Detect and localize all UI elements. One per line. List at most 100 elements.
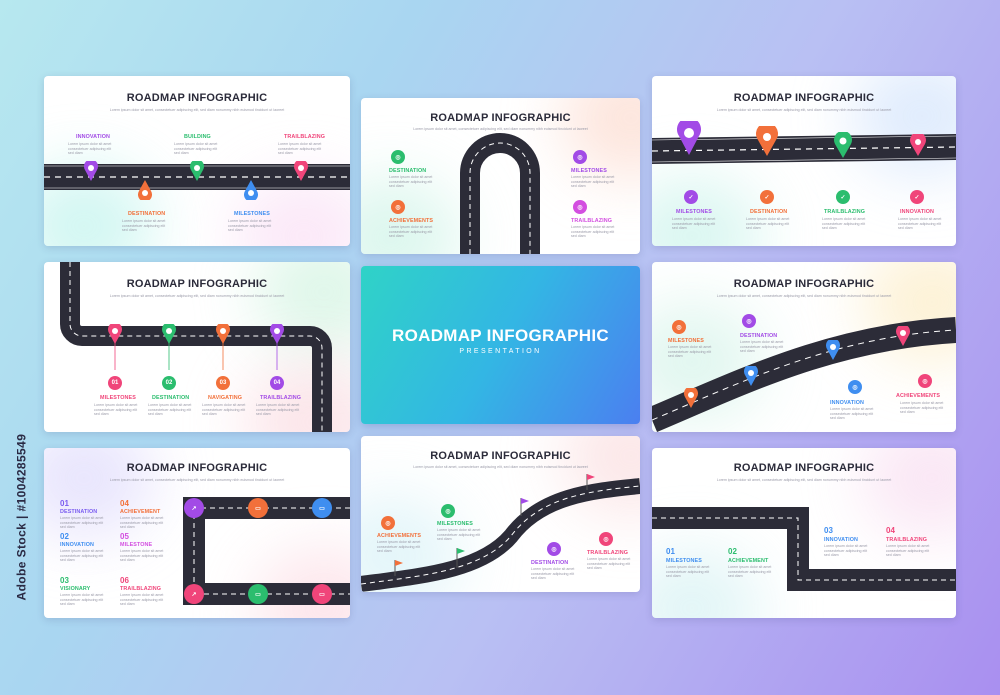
step-number: 01: [108, 376, 122, 390]
milestone-label: MILESTONES: [100, 395, 136, 401]
milestone-label: MILESTONES: [666, 558, 702, 564]
pin-icon: [84, 161, 98, 181]
task-icon: ✓: [910, 190, 924, 204]
milestone-label: DESTINATION: [740, 333, 778, 339]
milestone-text: Lorem ipsum dolor sit amet consectetuer …: [898, 217, 942, 230]
milestone-text: Lorem ipsum dolor sit amet consectetuer …: [68, 142, 112, 155]
task-icon: ✓: [836, 190, 850, 204]
slide-title: ROADMAP INFOGRAPHIC: [126, 278, 268, 290]
milestone-label: TRAILBLAZING: [886, 537, 928, 543]
milestone-text: Lorem ipsum dolor sit amet consectetuer …: [278, 142, 322, 155]
slide-1[interactable]: ROADMAP INFOGRAPHIC Lorem ipsum dolor si…: [44, 76, 350, 246]
road-graphic: [60, 262, 332, 432]
slide-4[interactable]: ROADMAP INFOGRAPHIC Lorem ipsum dolor si…: [44, 262, 350, 432]
milestone-text: Lorem ipsum dolor sit amet consectetuer …: [668, 345, 712, 358]
milestone-label: DESTINATION: [531, 560, 569, 566]
step-number: 04: [270, 376, 284, 390]
step-number: 02: [162, 376, 176, 390]
milestone-label: INNOVATION: [824, 537, 859, 543]
milestone-label: VISIONARY: [60, 586, 91, 592]
goal-icon: ◎: [599, 532, 613, 546]
step-number: 06: [120, 576, 129, 585]
slide-subtitle: Lorem ipsum dolor sit amet, consectetuer…: [716, 294, 892, 298]
goal-icon: ◎: [441, 504, 455, 518]
pin-icon: [744, 366, 758, 386]
milestone-label: INNOVATION: [900, 209, 935, 215]
goal-icon: ◎: [742, 314, 756, 328]
road-graphic: [652, 507, 956, 591]
road-graphic: [652, 134, 956, 164]
milestone-text: Lorem ipsum dolor sit amet consectetuer …: [886, 544, 930, 557]
slide-subtitle: Lorem ipsum dolor sit amet, consectetuer…: [413, 127, 588, 131]
goal-icon: ◎: [573, 150, 587, 164]
milestone-label: DESTINATION: [128, 211, 166, 217]
milestone-label: TRAILBLAZING: [587, 550, 629, 556]
milestone-text: Lorem ipsum dolor sit amet consectetuer …: [120, 549, 164, 562]
slide-title: ROADMAP INFOGRAPHIC: [430, 112, 571, 124]
slide-title: ROADMAP INFOGRAPHIC: [733, 92, 875, 104]
step-number: 04: [120, 499, 129, 508]
milestone-label: ACHIEVEMENT: [120, 509, 161, 515]
slide-2[interactable]: ROADMAP INFOGRAPHIC Lorem ipsum dolor si…: [361, 98, 640, 254]
road-graphic: [183, 497, 350, 605]
milestone-text: Lorem ipsum dolor sit amet consectetuer …: [746, 217, 790, 230]
slide-subtitle: Lorem ipsum dolor sit amet, consectetuer…: [413, 465, 588, 469]
slide-7[interactable]: ROADMAP INFOGRAPHIC Lorem ipsum dolor si…: [44, 448, 350, 618]
slide-9[interactable]: ROADMAP INFOGRAPHIC Lorem ipsum dolor si…: [652, 448, 956, 618]
milestone-label: TRAILBLAZING: [260, 395, 302, 401]
pin-icon: [896, 326, 910, 346]
milestone-label: MILESTONES: [571, 168, 607, 174]
drop-icon: [138, 180, 152, 200]
task-icon: ✓: [684, 190, 698, 204]
presentation-icon: ▭: [312, 584, 332, 604]
slide-title: ROADMAP INFOGRAPHIC: [430, 450, 571, 462]
milestone-text: Lorem ipsum dolor sit amet consectetuer …: [587, 557, 631, 570]
pin-icon: [190, 161, 204, 181]
milestone-label: TRAILBLAZING: [824, 209, 866, 215]
slide-3[interactable]: ROADMAP INFOGRAPHIC Lorem ipsum dolor si…: [652, 76, 956, 246]
slide-8[interactable]: ROADMAP INFOGRAPHIC Lorem ipsum dolor si…: [361, 436, 640, 592]
milestone-text: Lorem ipsum dolor sit amet consectetuer …: [830, 407, 874, 420]
road-graphic: [460, 133, 540, 254]
milestone-text: Lorem ipsum dolor sit amet consectetuer …: [60, 593, 104, 606]
milestone-label: MILESTONES: [676, 209, 712, 215]
presentation-icon: ▭: [248, 498, 268, 518]
milestone-label: BUILDING: [184, 134, 211, 140]
drop-icon: [244, 180, 258, 200]
milestone-text: Lorem ipsum dolor sit amet consectetuer …: [174, 142, 218, 155]
pin-icon: [270, 324, 284, 344]
milestone-text: Lorem ipsum dolor sit amet consectetuer …: [672, 217, 716, 230]
goal-icon: ◎: [391, 200, 405, 214]
pin-icon: [677, 121, 701, 155]
milestone-label: MILESTONE: [120, 542, 153, 548]
milestone-label: DESTINATION: [60, 509, 98, 515]
slide-subtitle: Lorem ipsum dolor sit amet, consectetuer…: [716, 478, 892, 482]
presentation-title: ROADMAP INFOGRAPHIC: [392, 326, 609, 345]
slide-6[interactable]: ROADMAP INFOGRAPHIC Lorem ipsum dolor si…: [652, 262, 956, 432]
milestone-label: TRAILBLAZING: [284, 134, 326, 140]
goal-icon: ◎: [391, 150, 405, 164]
pin-icon: [756, 126, 778, 156]
milestone-text: Lorem ipsum dolor sit amet consectetuer …: [900, 401, 944, 414]
pin-icon: [162, 324, 176, 344]
pin-icon: [294, 161, 308, 181]
pin-icon: [684, 388, 698, 408]
step-number: 05: [120, 532, 129, 541]
slide-title: ROADMAP INFOGRAPHIC: [733, 462, 875, 474]
milestone-label: ACHIEVEMENTS: [389, 218, 434, 224]
step-number: 03: [216, 376, 230, 390]
milestone-text: Lorem ipsum dolor sit amet consectetuer …: [228, 219, 272, 232]
slide-subtitle: Lorem ipsum dolor sit amet, consectetuer…: [716, 108, 892, 112]
presentation-subtitle: PRESENTATION: [459, 348, 542, 355]
title-slide[interactable]: ROADMAP INFOGRAPHIC PRESENTATION: [361, 266, 640, 424]
goal-icon: ◎: [672, 320, 686, 334]
milestone-text: Lorem ipsum dolor sit amet consectetuer …: [120, 516, 164, 529]
goal-icon: ◎: [573, 200, 587, 214]
chart-icon: ↗: [184, 584, 204, 604]
milestone-text: Lorem ipsum dolor sit amet consectetuer …: [389, 225, 433, 238]
milestone-label: INNOVATION: [76, 134, 111, 140]
step-number: 03: [60, 576, 69, 585]
milestone-text: Lorem ipsum dolor sit amet consectetuer …: [531, 567, 575, 580]
task-icon: ✓: [760, 190, 774, 204]
milestone-text: Lorem ipsum dolor sit amet consectetuer …: [377, 540, 421, 553]
